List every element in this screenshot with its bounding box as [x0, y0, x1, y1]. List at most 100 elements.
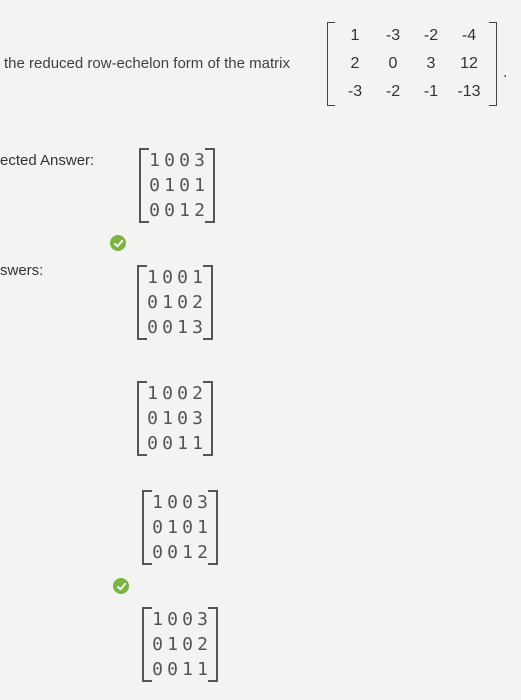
matrix-cell: -13	[457, 83, 481, 100]
matrix-cell: 0	[152, 659, 163, 680]
matrix-cell: 0	[167, 492, 178, 513]
matrix-row: 2 0 3 12	[336, 50, 488, 78]
matrix-cell: 1	[167, 634, 178, 655]
matrix-cell: 0	[152, 517, 163, 538]
matrix-cell: 1	[162, 408, 173, 429]
matrix-cell: 1	[164, 175, 175, 196]
matrix-cell: -3	[385, 27, 401, 44]
matrix-cell: 0	[162, 267, 173, 288]
matrix-cell: 1	[192, 433, 203, 454]
matrix-cell: 1	[177, 317, 188, 338]
matrix-cell: 0	[388, 55, 398, 72]
matrix-cell: 0	[149, 200, 160, 221]
matrix-cell: 0	[167, 659, 178, 680]
matrix-cell: 1	[177, 433, 188, 454]
matrix-cell: 0	[152, 542, 163, 563]
matrix-cell: 3	[197, 492, 208, 513]
matrix-cell: -2	[385, 83, 401, 100]
matrix-cell: 1	[182, 542, 193, 563]
matrix-cell: -3	[347, 83, 363, 100]
matrix-cell: 0	[177, 383, 188, 404]
matrix-cell: 12	[460, 55, 478, 72]
matrix-cell: 0	[147, 408, 158, 429]
matrix-cell: -2	[423, 27, 439, 44]
matrix-cell: 0	[182, 609, 193, 630]
matrix-cell: 0	[177, 408, 188, 429]
matrix-cell: 0	[164, 150, 175, 171]
matrix-cell: 0	[147, 317, 158, 338]
question-period: .	[503, 64, 508, 81]
matrix-cell: 0	[167, 542, 178, 563]
matrix-cell: 0	[147, 433, 158, 454]
matrix-cell: 1	[152, 609, 163, 630]
matrix-row: 1 -3 -2 -4	[336, 22, 488, 50]
matrix-cell: 2	[350, 55, 360, 72]
matrix-cell: 0	[177, 292, 188, 313]
matrix-cell: 1	[167, 517, 178, 538]
matrix-cell: 2	[197, 634, 208, 655]
matrix-cell: 1	[147, 383, 158, 404]
matrix-cell: 0	[162, 383, 173, 404]
matrix-cell: 3	[194, 150, 205, 171]
matrix-cell: 3	[426, 55, 436, 72]
matrix-cell: 0	[147, 292, 158, 313]
matrix-cell: 0	[162, 433, 173, 454]
matrix-cell: 0	[162, 317, 173, 338]
matrix-cell: -1	[423, 83, 439, 100]
check-circle-icon	[110, 235, 126, 251]
matrix-cell: 3	[192, 408, 203, 429]
matrix-cell: 1	[197, 517, 208, 538]
matrix-cell: 2	[194, 200, 205, 221]
check-circle-icon	[113, 578, 129, 594]
matrix-cell: 0	[164, 200, 175, 221]
matrix-cell: 1	[192, 267, 203, 288]
matrix-cell: 1	[179, 200, 190, 221]
matrix-cell: 1	[162, 292, 173, 313]
matrix-cell: 2	[192, 292, 203, 313]
matrix-cell: 0	[182, 492, 193, 513]
matrix-cell: 2	[192, 383, 203, 404]
matrix-cell: 1	[194, 175, 205, 196]
matrix-cell: 0	[179, 175, 190, 196]
matrix-cell: 1	[182, 659, 193, 680]
question-text: the reduced row-echelon form of the matr…	[4, 55, 290, 72]
matrix-cell: 0	[177, 267, 188, 288]
matrix-cell: 1	[152, 492, 163, 513]
expected-answer-label: ected Answer:	[0, 152, 95, 169]
matrix-cell: 1	[149, 150, 160, 171]
matrix-cell: 2	[197, 542, 208, 563]
matrix-cell: 1	[197, 659, 208, 680]
matrix-cell: 0	[149, 175, 160, 196]
question-matrix: 1 -3 -2 -4 2 0 3 12 -3 -2 -1 -13	[327, 22, 497, 106]
answers-label: swers:	[0, 262, 44, 279]
matrix-row: -3 -2 -1 -13	[336, 78, 488, 106]
matrix-cell: 1	[147, 267, 158, 288]
matrix-cell: 0	[152, 634, 163, 655]
matrix-cell: 0	[182, 517, 193, 538]
matrix-cell: -4	[461, 27, 477, 44]
matrix-cell: 3	[192, 317, 203, 338]
matrix-cell: 3	[197, 609, 208, 630]
matrix-cell: 1	[350, 27, 360, 44]
matrix-cell: 0	[167, 609, 178, 630]
